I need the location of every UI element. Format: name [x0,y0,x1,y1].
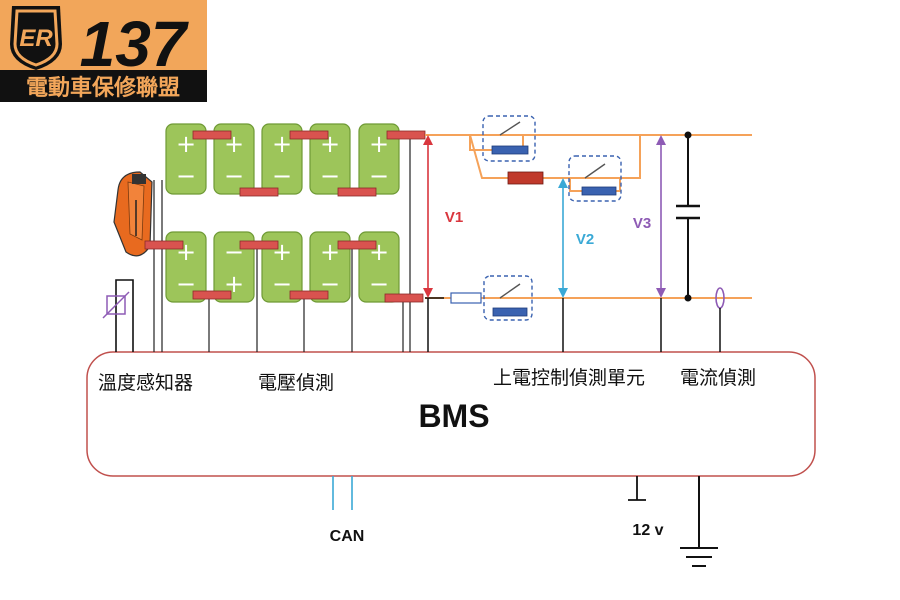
cell-polarity-sign: − [369,270,389,298]
cell-polarity-sign: + [320,238,340,266]
battery-cell [213,231,255,303]
v1-label: V1 [445,209,463,226]
battery-cell [358,231,400,303]
battery-cell [309,231,351,303]
supply-12v-label: 12 v [632,522,663,539]
logo-subtitle: 電動車保修聯盟 [26,75,180,101]
cell-polarity-sign: + [272,130,292,158]
busbar [239,187,279,197]
cell-polarity-sign: − [272,270,292,298]
can-label: CAN [330,528,365,545]
busbar [144,240,184,250]
battery-cell [309,123,351,195]
current-detect-label: 電流偵測 [680,367,756,389]
brand-logo: ER 137 電動車保修聯盟 [0,0,207,102]
cell-polarity-sign: − [224,162,244,190]
v1-measurement-arrow [423,135,433,298]
temperature-probe-icon [113,171,153,257]
battery-pack: +−+−+−+−+−+−−++−+−+− [165,123,400,303]
logo-emblem-letters: ER [19,25,53,52]
busbar [289,130,329,140]
cell-polarity-sign: − [224,238,244,266]
battery-cell [165,231,207,303]
busbar [384,293,424,303]
can-bus-lines [332,476,353,510]
battery-cell [261,231,303,303]
ground-icon [680,476,718,567]
cell-polarity-sign: + [176,130,196,158]
fuse-icon [450,292,482,304]
logo-number: 137 [80,8,190,80]
cell-polarity-sign: − [369,162,389,190]
busbar [289,290,329,300]
temp-sensor-label: 溫度感知器 [98,372,193,394]
precharge-relay [568,155,622,202]
bms-title: BMS [418,398,489,434]
v2-measurement-arrow [558,178,568,298]
supply-12v-terminal [628,476,646,501]
v3-measurement-arrow [656,135,666,298]
sense-wires [153,135,411,352]
cell-polarity-sign: − [176,270,196,298]
battery-cell [261,123,303,195]
v2-label: V2 [576,231,594,248]
detection-wires [427,298,662,352]
battery-cell [165,123,207,195]
cell-polarity-sign: + [369,130,389,158]
battery-cell [358,123,400,195]
busbars [144,130,426,303]
temp-sensor-wire [115,279,134,352]
power-wires [425,134,752,299]
busbar [192,290,232,300]
v3-label: V3 [633,215,651,232]
precharge-unit-label: 上電控制偵測單元 [493,367,645,389]
main-negative-relay [483,275,533,321]
busbar [337,187,377,197]
busbar [386,130,426,140]
busbar [192,130,232,140]
battery-cell [213,123,255,195]
shield-emblem-icon [10,6,62,70]
capacitor-icon [676,131,700,302]
logo-banner [0,70,207,102]
cell-polarity-sign: − [176,162,196,190]
busbar [337,240,377,250]
cell-polarity-sign: − [320,162,340,190]
precharge-resistor-icon [507,171,544,185]
voltage-detect-label: 電壓偵測 [258,372,334,394]
busbar [239,240,279,250]
cell-polarity-sign: − [272,162,292,190]
bms-box [86,351,816,477]
main-positive-relay [482,115,536,162]
current-sensor-icon [715,287,725,352]
thermistor-icon [102,291,130,319]
